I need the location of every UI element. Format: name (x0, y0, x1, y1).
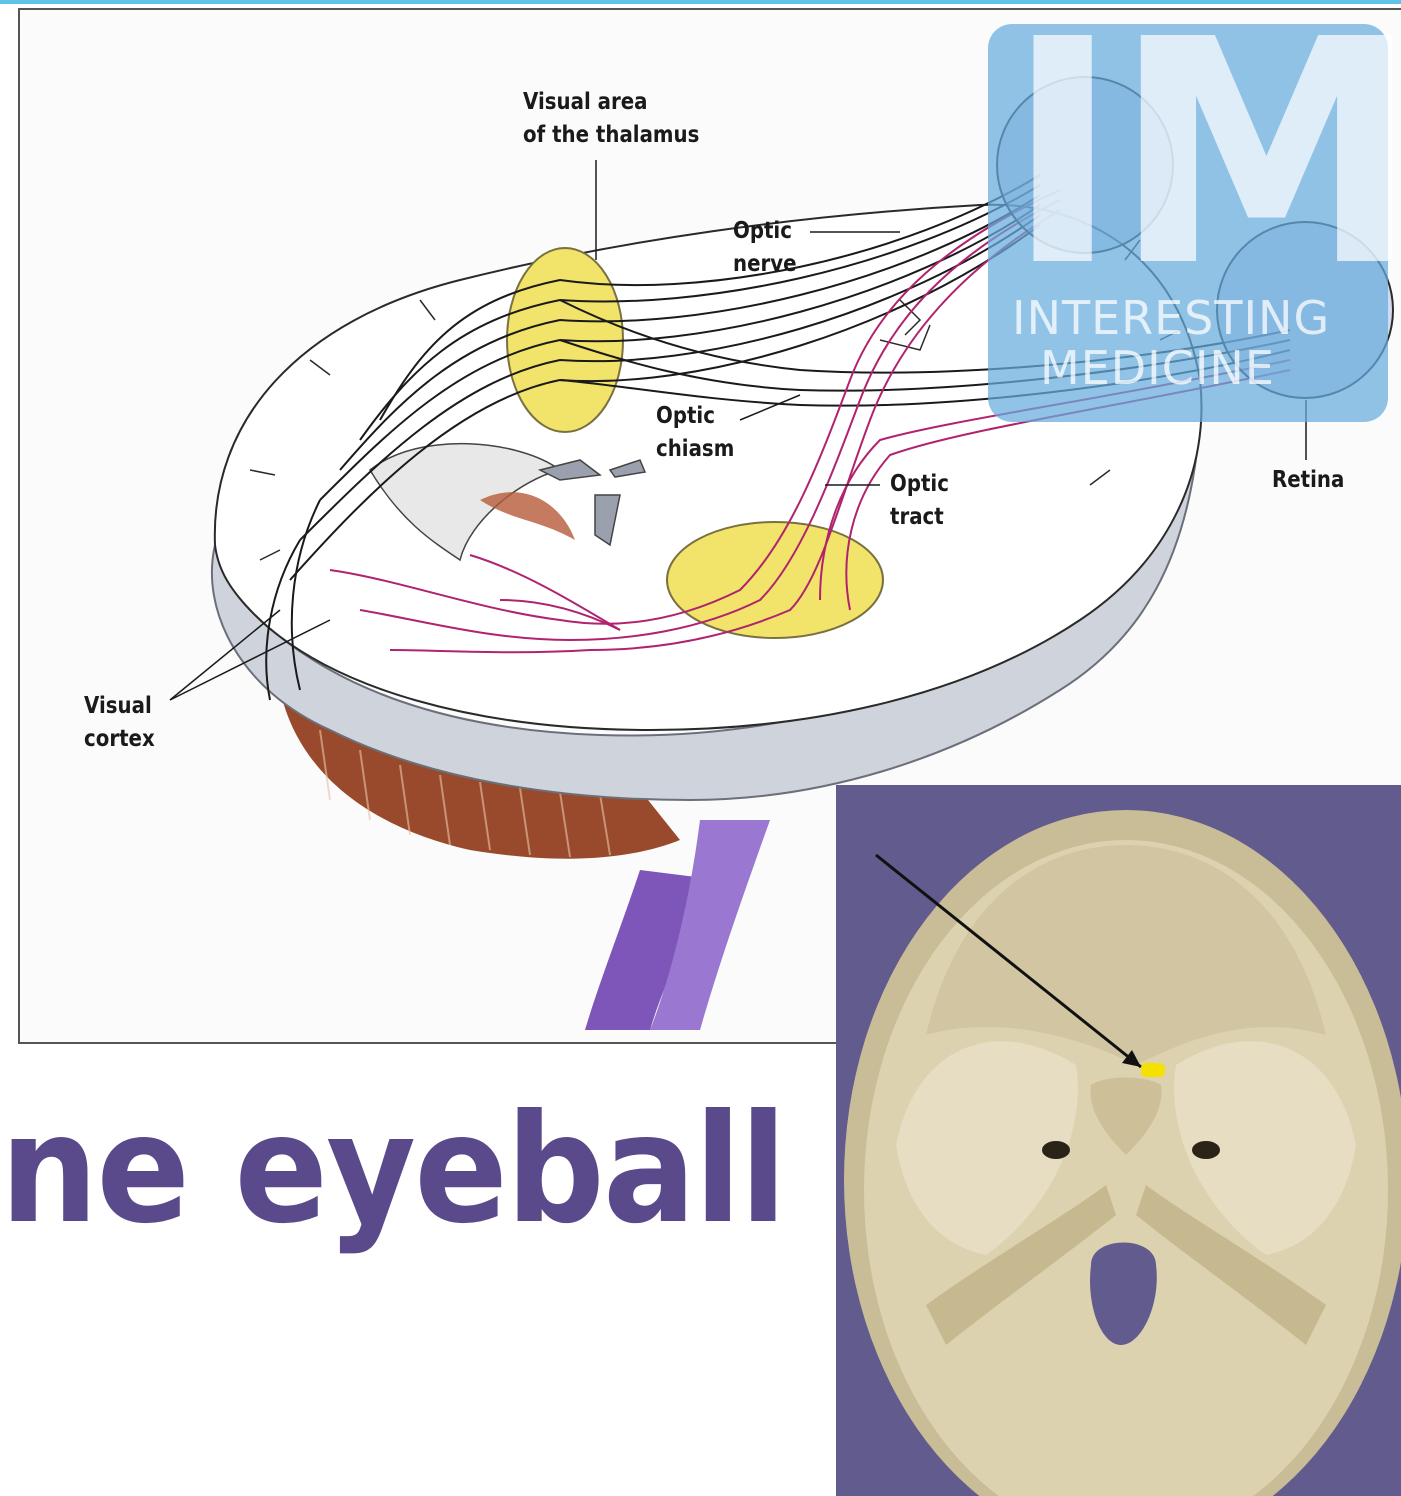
label-optic-tract: Optic tract (890, 468, 949, 534)
label-thalamus: Visual area of the thalamus (523, 86, 699, 152)
optic-canal-marker (1141, 1063, 1165, 1077)
watermark-logo-letters: IM (1005, 10, 1401, 300)
skull-base-image (836, 785, 1401, 1496)
geniculate-area (667, 522, 883, 638)
foramen-left (1042, 1141, 1070, 1159)
label-retina: Retina (1272, 464, 1344, 497)
watermark-line-2: MEDICINE (1040, 343, 1275, 393)
foramen-right (1192, 1141, 1220, 1159)
slide-title: ne eyeball (0, 1085, 785, 1255)
label-optic-nerve: Optic nerve (733, 215, 797, 281)
skull-base-panel (836, 785, 1401, 1496)
label-optic-chiasm: Optic chiasm (656, 400, 734, 466)
label-visual-cortex: Visual cortex (84, 690, 155, 756)
watermark-line-1: INTERESTING (1012, 293, 1330, 343)
